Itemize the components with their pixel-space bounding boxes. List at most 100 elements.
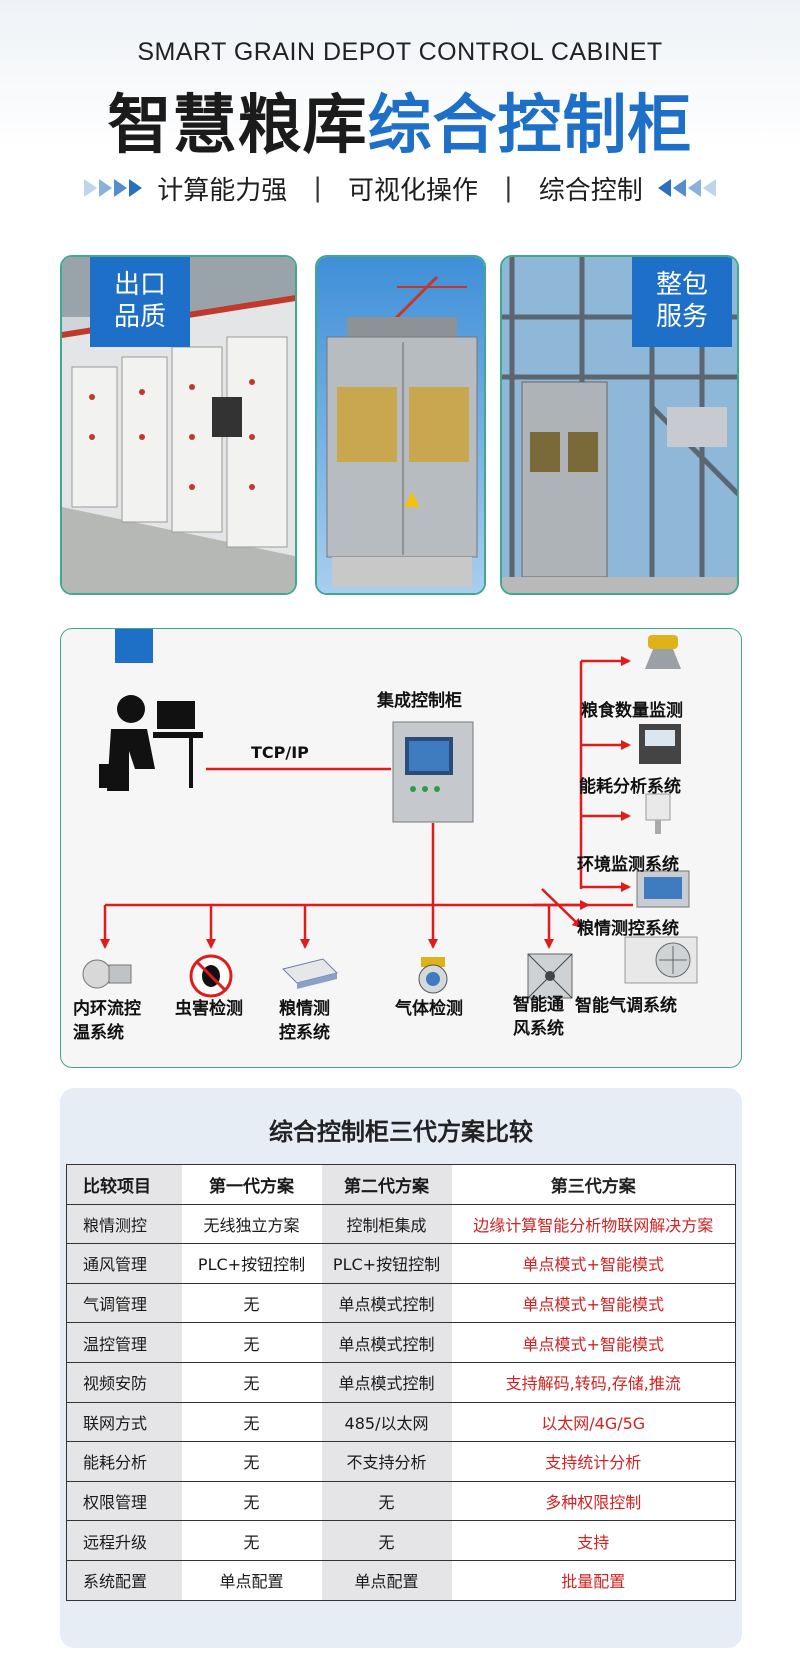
table-cell: 无线独立方案 bbox=[181, 1204, 322, 1245]
photo-outdoor-cabinet bbox=[315, 255, 486, 595]
table-row: 温控管理无单点模式控制单点模式+智能模式 bbox=[66, 1322, 736, 1363]
chinese-title-dark: 智慧粮库 bbox=[107, 89, 368, 163]
row-label-cell: 温控管理 bbox=[66, 1322, 182, 1363]
table-cell: 无 bbox=[181, 1402, 322, 1443]
table-cell: 无 bbox=[181, 1322, 322, 1363]
table-header-row: 比较项目 第一代方案 第二代方案 第三代方案 bbox=[66, 1164, 736, 1205]
table-row: 气调管理无单点模式控制单点模式+智能模式 bbox=[66, 1283, 736, 1324]
table-cell: 边缘计算智能分析物联网解决方案 bbox=[451, 1204, 736, 1245]
row-label-cell: 能耗分析 bbox=[66, 1441, 182, 1482]
table-cell: 多种权限控制 bbox=[451, 1481, 736, 1522]
row-label-cell: 联网方式 bbox=[66, 1402, 182, 1443]
comparison-panel: 综合控制柜三代方案比较 比较项目 第一代方案 第二代方案 第三代方案 粮情测控无… bbox=[60, 1088, 742, 1648]
table-cell: 无 bbox=[181, 1283, 322, 1324]
table-cell: 单点配置 bbox=[321, 1560, 452, 1601]
label-line: 温系统 bbox=[73, 1023, 124, 1043]
table-cell: 单点配置 bbox=[181, 1560, 322, 1601]
badge-line: 服务 bbox=[655, 302, 708, 332]
table-row: 远程升级无无支持 bbox=[66, 1520, 736, 1561]
bottom-system-label: 智能通 风系统 bbox=[513, 993, 564, 1041]
table-cell: 单点模式+智能模式 bbox=[451, 1322, 736, 1363]
grain-monitor-screen-icon bbox=[636, 870, 690, 908]
label-line: 智能通 bbox=[513, 995, 564, 1015]
badge-line: 出口 bbox=[113, 270, 166, 300]
table-cell: 无 bbox=[321, 1481, 452, 1522]
chinese-title: 智慧粮库综合控制柜 bbox=[0, 74, 800, 166]
table-row: 粮情测控无线独立方案控制柜集成边缘计算智能分析物联网解决方案 bbox=[66, 1204, 736, 1245]
table-cell: 不支持分析 bbox=[321, 1441, 452, 1482]
circulation-unit-icon bbox=[82, 959, 132, 989]
badge-full-service: 整包 服务 bbox=[632, 257, 732, 347]
row-label-cell: 视频安防 bbox=[66, 1362, 182, 1403]
label-line: 内环流控 bbox=[73, 999, 141, 1019]
table-cell: 无 bbox=[181, 1481, 322, 1522]
radar-level-sensor-icon bbox=[645, 635, 681, 669]
row-label-cell: 权限管理 bbox=[66, 1481, 182, 1522]
photo-silo-cabinet: 整包 服务 bbox=[500, 255, 739, 595]
table-cell: 单点模式+智能模式 bbox=[451, 1243, 736, 1284]
corner-tab bbox=[115, 629, 153, 663]
grain-probe-tray-icon bbox=[282, 958, 338, 989]
right-system-label: 粮情测控系统 bbox=[577, 919, 679, 939]
bottom-system-label: 粮情测 控系统 bbox=[279, 997, 330, 1045]
column-header: 第三代方案 bbox=[451, 1164, 736, 1205]
badge-export-quality: 出口 品质 bbox=[90, 257, 190, 347]
tagline-separator: | bbox=[504, 173, 513, 203]
english-title: SMART GRAIN DEPOT CONTROL CABINET bbox=[137, 38, 663, 66]
tagline-item: 可视化操作 bbox=[347, 175, 478, 206]
row-label-cell: 气调管理 bbox=[66, 1283, 182, 1324]
table-cell: 485/以太网 bbox=[321, 1402, 452, 1443]
table-cell: 单点模式控制 bbox=[321, 1322, 452, 1363]
label-line: 虫害检测 bbox=[175, 999, 243, 1019]
bottom-system-label: 虫害检测 bbox=[175, 997, 243, 1021]
integrated-cabinet-label: 集成控制柜 bbox=[377, 691, 462, 711]
pest-detection-icon bbox=[189, 954, 233, 998]
system-topology-diagram: 集成控制柜 TCP/IP 粮食数量监测 能耗分析系统 环境监测系统 粮情测控系统… bbox=[60, 628, 742, 1068]
header-banner: SMART GRAIN DEPOT CONTROL CABINET 智慧粮库综合… bbox=[0, 0, 800, 250]
table-cell: PLC+按钮控制 bbox=[181, 1243, 322, 1284]
column-header: 比较项目 bbox=[66, 1164, 182, 1205]
table-row: 视频安防无单点模式控制支持解码,转码,存储,推流 bbox=[66, 1362, 736, 1403]
table-cell: 支持统计分析 bbox=[451, 1441, 736, 1482]
label-line: 控系统 bbox=[279, 1023, 330, 1043]
row-label-cell: 系统配置 bbox=[66, 1560, 182, 1601]
bottom-system-label: 内环流控 温系统 bbox=[73, 997, 141, 1045]
table-cell: 支持解码,转码,存储,推流 bbox=[451, 1362, 736, 1403]
environment-sensor-icon bbox=[645, 793, 671, 834]
table-cell: 无 bbox=[181, 1520, 322, 1561]
diagram-canvas bbox=[82, 635, 698, 999]
outdoor-cabinet-illustration bbox=[317, 257, 484, 593]
bottom-system-label: 气体检测 bbox=[395, 997, 463, 1021]
operator-icon bbox=[99, 695, 203, 791]
right-system-label: 环境监测系统 bbox=[577, 855, 679, 875]
chevron-left-icon bbox=[657, 179, 717, 197]
photo-switchgear-room: 出口 品质 bbox=[60, 255, 297, 595]
comparison-title: 综合控制柜三代方案比较 bbox=[269, 1118, 533, 1146]
table-cell: 单点模式控制 bbox=[321, 1362, 452, 1403]
badge-line: 品质 bbox=[113, 302, 166, 332]
row-label-cell: 远程升级 bbox=[66, 1520, 182, 1561]
table-cell: 无 bbox=[181, 1441, 322, 1482]
label-line: 气体检测 bbox=[395, 999, 463, 1019]
gas-detector-icon bbox=[418, 957, 448, 994]
table-cell: 以太网/4G/5G bbox=[451, 1402, 736, 1443]
table-cell: 单点模式+智能模式 bbox=[451, 1283, 736, 1324]
table-row: 权限管理无无多种权限控制 bbox=[66, 1481, 736, 1522]
table-cell: 批量配置 bbox=[451, 1560, 736, 1601]
tagline-separator: | bbox=[313, 173, 322, 203]
table-cell: 支持 bbox=[451, 1520, 736, 1561]
chevron-right-icon bbox=[83, 179, 143, 197]
label-line: 风系统 bbox=[513, 1019, 564, 1039]
table-row: 系统配置单点配置单点配置批量配置 bbox=[66, 1560, 736, 1601]
tagline-item: 综合控制 bbox=[538, 175, 643, 206]
right-system-label: 能耗分析系统 bbox=[579, 777, 681, 797]
control-cabinet-icon bbox=[392, 721, 474, 823]
badge-line: 整包 bbox=[655, 270, 708, 300]
tagline-item: 计算能力强 bbox=[157, 175, 288, 206]
energy-meter-icon bbox=[639, 724, 681, 764]
chinese-title-blue: 综合控制柜 bbox=[367, 89, 693, 163]
ventilation-fan-icon bbox=[527, 953, 573, 999]
table-row: 能耗分析无不支持分析支持统计分析 bbox=[66, 1441, 736, 1482]
